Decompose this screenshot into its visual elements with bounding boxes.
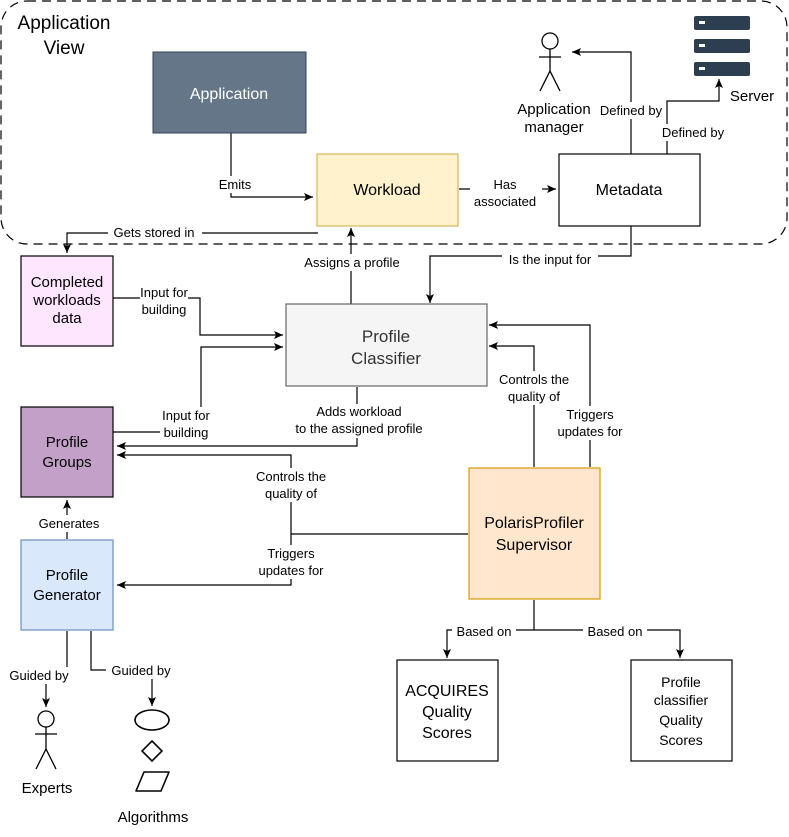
- server-icon: [694, 16, 750, 76]
- edge-label-controls-quality-1a: Controls the: [499, 372, 569, 387]
- completed-workloads-node: [20, 255, 114, 347]
- supervisor-node: [468, 467, 601, 600]
- algorithms-label: Algorithms: [118, 809, 189, 826]
- workload-node: [316, 153, 459, 227]
- completed-workloads-line3: data: [52, 310, 82, 327]
- edge-label-triggers-updates-2b: updates for: [258, 563, 324, 578]
- edge-label-input-building-1a: Input for: [140, 285, 188, 300]
- edge-label-triggers-updates-1b: updates for: [557, 424, 623, 439]
- profile-classifier-line1: Profile: [362, 327, 410, 346]
- edge-emits: [230, 133, 313, 201]
- edge-label-is-input-for: Is the input for: [509, 252, 592, 267]
- metadata-node-label: Metadata: [596, 182, 663, 199]
- edge-label-defined-by-manager: Defined by: [600, 103, 663, 118]
- profile-classifier-line2: Classifier: [351, 349, 421, 368]
- supervisor-line2: Supervisor: [496, 537, 573, 554]
- profile-groups-line1: Profile: [46, 434, 89, 451]
- edge-label-gets-stored-in: Gets stored in: [114, 225, 195, 240]
- edge-label-controls-quality-2a: Controls the: [256, 469, 326, 484]
- completed-workloads-line1: Completed: [31, 274, 104, 291]
- parallelogram-icon: [135, 771, 170, 792]
- pc-quality-line1: Profile: [661, 674, 701, 690]
- application-view-title-line1: Application: [18, 13, 111, 34]
- edge-label-guided-by-algorithms: Guided by: [111, 663, 171, 678]
- pc-quality-line3: Quality: [659, 712, 703, 728]
- profile-classifier-node: [285, 303, 488, 387]
- workload-node-label: Workload: [353, 182, 420, 199]
- edge-controls-quality-classifier: [489, 342, 535, 467]
- algorithms-shapes-icon: [134, 709, 170, 792]
- profile-groups-node: [20, 406, 114, 498]
- edge-label-controls-quality-1b: quality of: [508, 389, 560, 404]
- edge-label-triggers-updates-1a: Triggers: [566, 407, 614, 422]
- edge-label-adds-workload-2: to the assigned profile: [295, 421, 422, 436]
- edge-label-emits: Emits: [219, 177, 252, 192]
- supervisor-line1: PolarisProfiler: [484, 515, 584, 532]
- server-label: Server: [730, 88, 774, 105]
- edge-label-input-building-1b: building: [142, 302, 187, 317]
- acquires-line3: Scores: [422, 725, 472, 742]
- acquires-scores-node: [396, 659, 499, 762]
- diamond-icon: [140, 739, 164, 763]
- edge-defined-by-server: [666, 79, 723, 154]
- application-node-label: Application: [190, 86, 268, 103]
- application-manager-actor-icon: [539, 32, 561, 92]
- edge-label-defined-by-server: Defined by: [662, 125, 725, 140]
- edge-based-on-pc-quality: [534, 629, 684, 658]
- edge-label-has-associated-1: Has: [493, 177, 517, 192]
- completed-workloads-line2: workloads: [32, 292, 101, 309]
- metadata-node: [558, 153, 701, 227]
- pc-quality-scores-node: [630, 659, 733, 762]
- edge-label-based-on-acquires: Based on: [457, 624, 512, 639]
- application-view-title-line2: View: [44, 38, 85, 59]
- edge-input-building-groups: [113, 343, 283, 433]
- edge-label-triggers-updates-2a: Triggers: [267, 546, 315, 561]
- acquires-line1: ACQUIRES: [405, 683, 489, 700]
- edge-label-controls-quality-2b: quality of: [265, 486, 317, 501]
- edge-defined-by-manager: [572, 48, 632, 154]
- application-node: [152, 51, 307, 134]
- edge-label-input-building-2a: Input for: [162, 408, 210, 423]
- edge-label-assigns-profile: Assigns a profile: [304, 255, 399, 270]
- application-manager-line2: manager: [524, 119, 583, 136]
- oval-icon: [134, 709, 170, 731]
- experts-label: Experts: [22, 780, 73, 797]
- pc-quality-line2: classifier: [654, 692, 709, 708]
- profile-generator-node: [20, 539, 114, 631]
- edge-label-has-associated-2: associated: [474, 194, 536, 209]
- edge-label-input-building-2b: building: [164, 425, 209, 440]
- application-manager-line1: Application: [517, 101, 590, 118]
- edge-label-generates: Generates: [39, 516, 100, 531]
- profile-generator-line1: Profile: [46, 567, 89, 584]
- edge-label-adds-workload-1: Adds workload: [316, 404, 401, 419]
- profile-generator-line2: Generator: [33, 587, 101, 604]
- edge-input-building-completed: [113, 297, 283, 339]
- acquires-line2: Quality: [422, 704, 472, 721]
- experts-actor-icon: [35, 710, 57, 770]
- pc-quality-line4: Scores: [659, 732, 703, 748]
- edge-label-based-on-pc-quality: Based on: [588, 624, 643, 639]
- edge-label-guided-by-experts: Guided by: [9, 668, 69, 683]
- profile-groups-line2: Groups: [42, 454, 91, 471]
- edge-gets-stored-in: [63, 232, 318, 253]
- application-view-region: [0, 0, 788, 245]
